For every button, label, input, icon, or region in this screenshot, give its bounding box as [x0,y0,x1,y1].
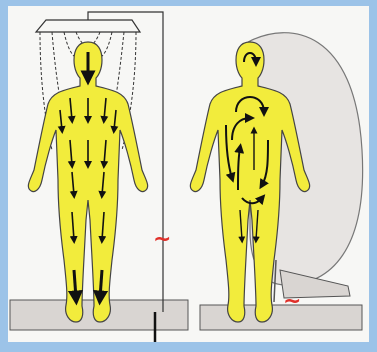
left-ac-symbol: ~ [153,229,171,251]
right-ac-symbol: ~ [283,291,301,313]
right-floor [200,305,362,330]
